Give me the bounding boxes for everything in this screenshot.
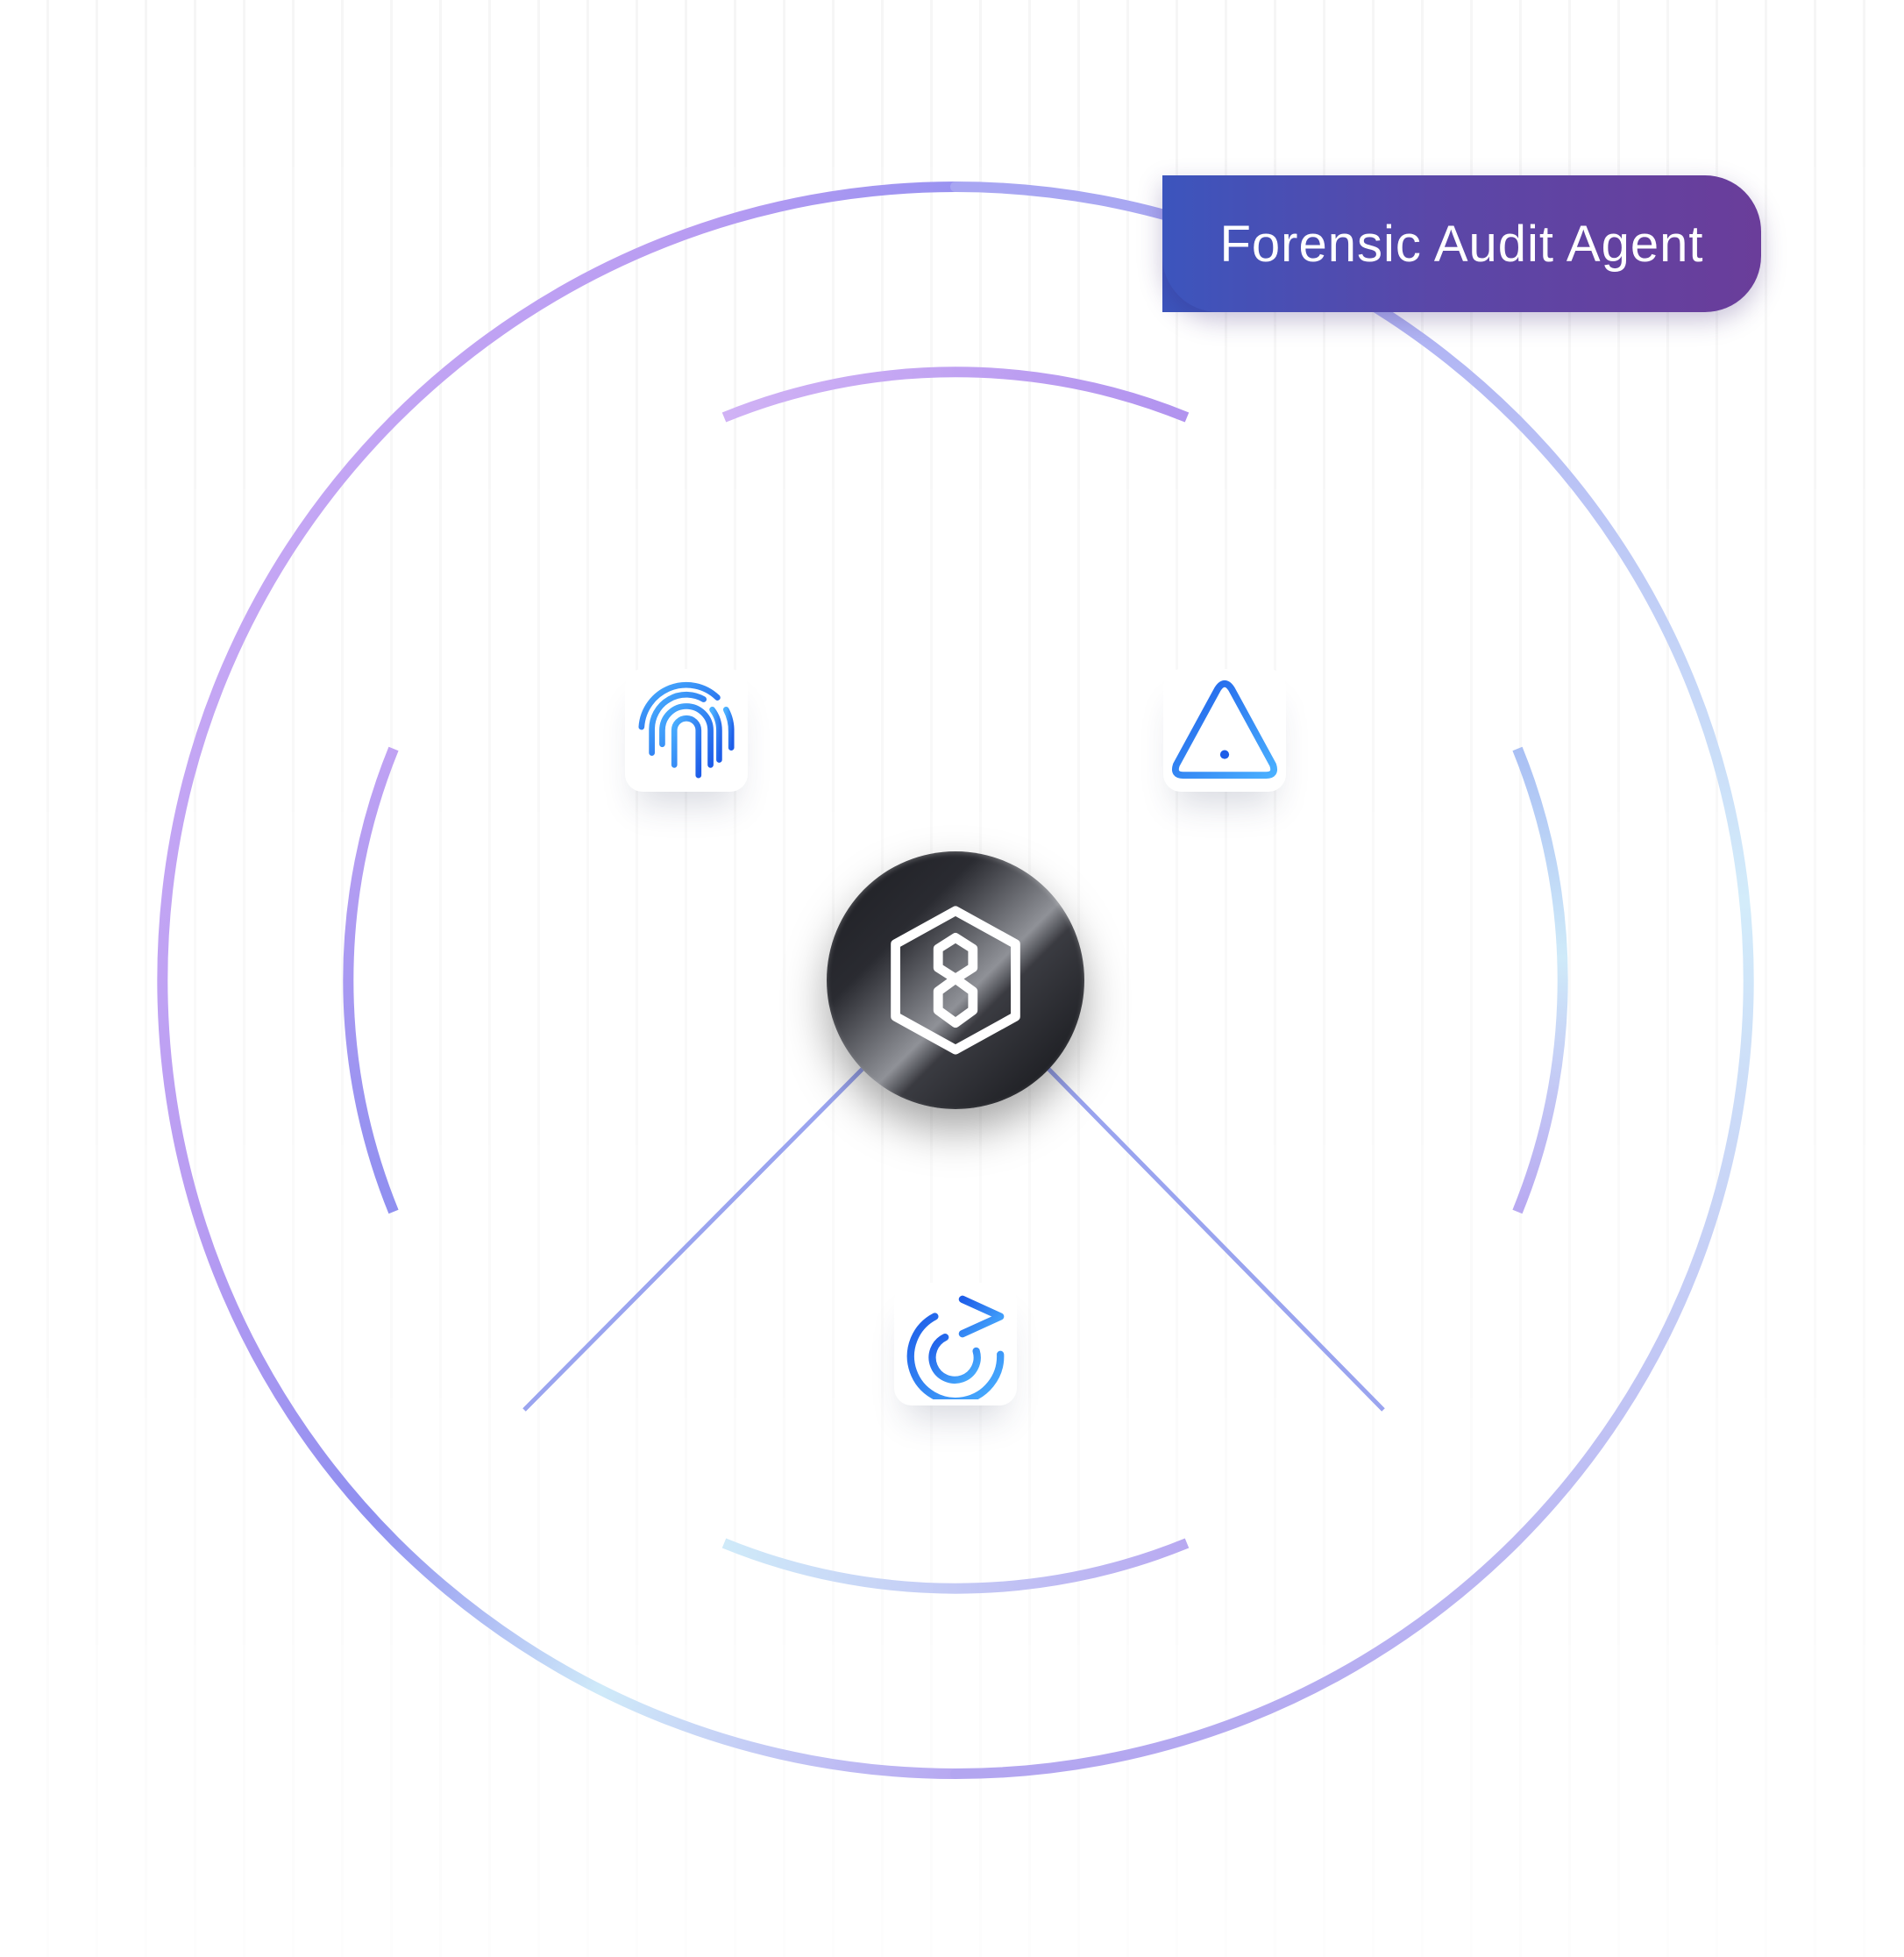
spoke-bottom-left [522,1066,865,1412]
inner-arc-right [1512,746,1568,1214]
spoke-bottom-right [1046,1066,1385,1412]
outer-ring-left [157,181,961,1779]
inner-arc-bottom [721,1538,1190,1594]
target-flag-node[interactable] [894,1283,1017,1405]
warning-triangle-icon [1171,680,1278,779]
forensic-audit-agent-badge: Forensic Audit Agent [1162,175,1761,312]
inner-arc-left [343,746,399,1214]
warning-node[interactable] [1163,669,1286,792]
hexagon-eight-logo-icon [891,906,1020,1055]
target-flag-icon [906,1295,1005,1399]
fingerprint-icon [638,681,735,784]
fingerprint-node[interactable] [625,669,748,792]
badge-label: Forensic Audit Agent [1219,215,1704,273]
central-hub[interactable] [827,851,1084,1109]
